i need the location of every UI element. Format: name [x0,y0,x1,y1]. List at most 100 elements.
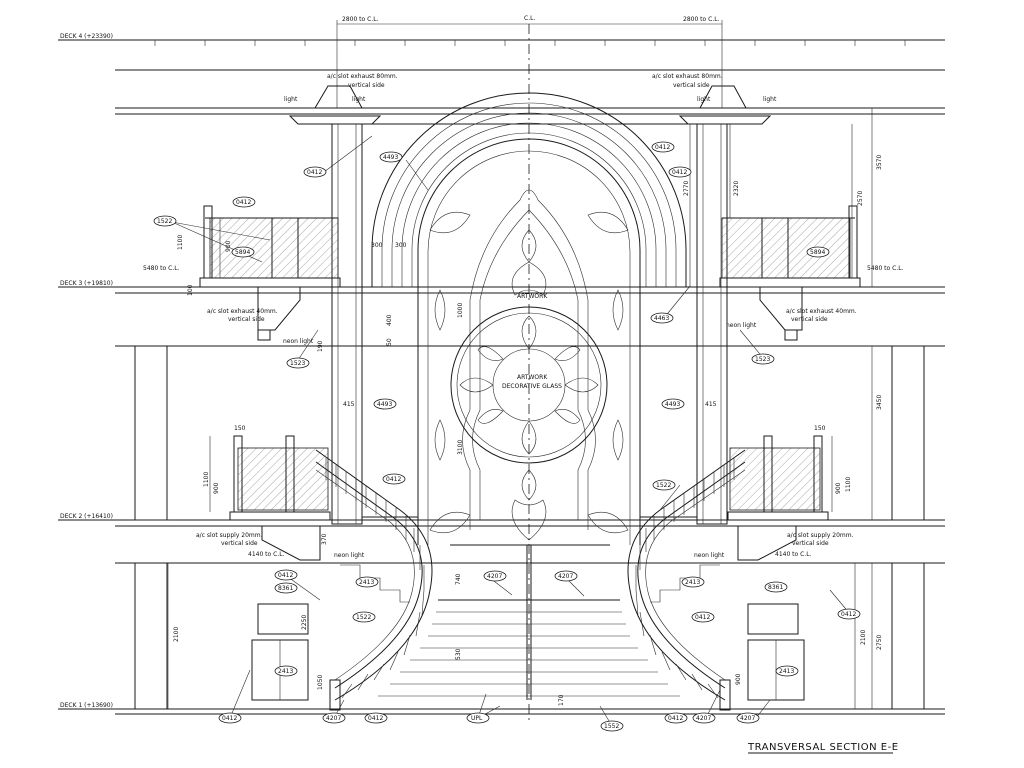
dim-4140-right: 4140 to C.L. [775,551,812,558]
note-light-3: light [697,96,711,103]
reference-tags: 0412 4493 0412 1522 5894 0412 0412 5894 … [153,135,861,732]
note-vertical-side-right-2: vertical side [791,316,828,323]
dim-100: 100 [187,284,194,296]
dim-right-to-cl: 2800 to C.L. [683,16,720,23]
dim-530: 530 [455,648,462,660]
tag-0412-i: 0412 [222,715,237,722]
dim-1000: 1000 [457,303,464,318]
deck-lines [58,39,945,715]
dim-50: 50 [386,338,393,346]
note-vertical-side-right: vertical side [673,82,710,89]
dim-2250: 2250 [301,615,308,630]
tag-0412-d: 0412 [672,169,687,176]
tag-4493-b: 4493 [377,401,392,408]
tag-5894-a: 5894 [235,249,250,256]
dim-300-a: 300 [371,242,383,249]
dim-1100-upper: 1100 [177,235,184,250]
tag-0412-f: 0412 [278,572,293,579]
tag-0412-g: 0412 [695,614,710,621]
tag-0412-a: 0412 [307,169,322,176]
tag-0412-j: 0412 [368,715,383,722]
outer-columns [131,345,928,710]
central-arch [361,92,698,545]
dim-370: 370 [321,533,328,545]
drawing-title: TRANSVERSAL SECTION E-E [747,742,899,753]
tag-1522-c: 1522 [356,614,371,621]
dim-2750: 2750 [876,635,883,650]
artwork-label-center: ARTWORK [517,374,548,381]
tag-2413-b: 2413 [685,579,700,586]
dim-2100-right: 2100 [860,630,867,645]
tag-1522-a: 1522 [157,218,172,225]
dim-415-right: 415 [705,401,717,408]
dim-300-b: 300 [395,242,407,249]
dim-3100: 3100 [457,440,464,455]
tag-4463: 4463 [654,315,669,322]
dimension-lines [167,108,873,709]
tag-1522-b: 1522 [656,482,671,489]
top-dimensions: 2800 to C.L. 2800 to C.L. [336,16,723,108]
note-neon-left-bottom: neon light [334,552,365,559]
dim-900-upper: 900 [225,240,232,252]
note-light-4: light [763,96,777,103]
staircase-right [627,449,746,711]
note-exhaust80-left: a/c slot exhaust 80mm. [327,73,398,80]
note-supply20-right: a/c slot supply 20mm. [787,532,854,539]
note-neon-right-top: neon light [726,322,757,329]
dim-2100-left: 2100 [173,627,180,642]
tag-4207-a: 4207 [487,573,502,580]
note-exhaust80-right: a/c slot exhaust 80mm. [652,73,723,80]
note-exhaust40-left: a/c slot exhaust 40mm. [207,308,278,315]
tag-8361-a: 8361 [278,585,293,592]
dim-400: 400 [386,314,393,326]
dim-415-left: 415 [343,401,355,408]
tag-4493-c: 4493 [665,401,680,408]
dim-4140-left: 4140 to C.L. [248,551,285,558]
tag-2413-d: 2413 [779,668,794,675]
artwork-label-top: ARTWORK [517,293,548,300]
dim-5480-left: 5480 to C.L. [143,265,180,272]
upper-balcony-right [719,205,861,341]
note-exhaust40-right: a/c slot exhaust 40mm. [786,308,857,315]
dim-1050: 1050 [317,675,324,690]
note-supply20-left: a/c slot supply 20mm. [196,532,263,539]
tag-4207-e: 4207 [740,715,755,722]
note-vertical-side-left-3: vertical side [221,540,258,547]
dim-5480-right: 5480 to C.L. [867,265,904,272]
dim-900-lower-right: 900 [735,673,742,685]
note-light-1: light [284,96,298,103]
tag-0412-k: 0412 [668,715,683,722]
dim-left-to-cl: 2800 to C.L. [342,16,379,23]
central-stair [378,544,680,700]
annotations: a/c slot exhaust 80mm. vertical side a/c… [143,73,904,559]
tag-1523-a: 1523 [290,360,305,367]
tag-upl: UPL [471,715,483,722]
deck-3-label: DECK 3 (+19810) [60,280,113,287]
tag-4493-a: 4493 [383,154,398,161]
note-vertical-side-right-3: vertical side [792,540,829,547]
dim-3450: 3450 [876,395,883,410]
center-line-label: C.L. [524,15,535,22]
tag-1552: 1552 [604,723,619,730]
dim-740: 740 [455,573,462,585]
dim-150-right: 150 [814,425,826,432]
tag-2413-c: 2413 [278,668,293,675]
tag-0412-h: 0412 [841,611,856,618]
dim-1100-left: 1100 [203,472,210,487]
dim-2570: 2570 [857,191,864,206]
note-neon-right-bottom: neon light [694,552,725,559]
dim-2320: 2320 [733,181,740,196]
dim-150-left: 150 [234,425,246,432]
tag-0412-b: 0412 [236,199,251,206]
tag-5894-b: 5894 [810,249,825,256]
tag-2413-a: 2413 [359,579,374,586]
tag-4207-d: 4207 [696,715,711,722]
deck-1-label: DECK 1 (+13690) [60,702,113,709]
top-ruler-ticks [154,40,906,46]
deck-labels: DECK 4 (+23390) DECK 3 (+19810) DECK 2 (… [60,33,113,709]
dim-900-left: 900 [213,482,220,494]
tag-0412-e: 0412 [386,476,401,483]
note-vertical-side-left: vertical side [348,82,385,89]
deck-4-label: DECK 4 (+23390) [60,33,113,40]
